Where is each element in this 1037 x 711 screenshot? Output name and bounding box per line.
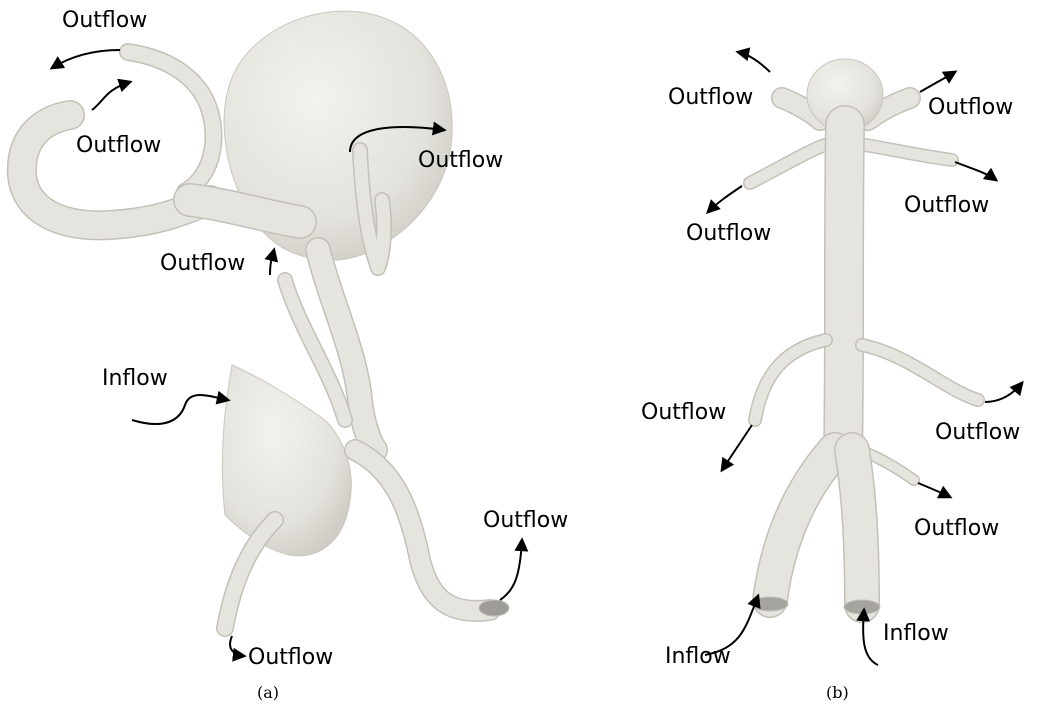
label-a-outflow-4: Outflow xyxy=(160,251,245,276)
panel-b: Outflow Outflow Outflow Outflow Outflow … xyxy=(641,52,1022,702)
label-b-outflow-3: Outflow xyxy=(904,193,989,218)
label-a-outflow-2: Outflow xyxy=(76,133,161,158)
label-a-outflow-5: Outflow xyxy=(483,508,568,533)
label-b-outflow-7: Outflow xyxy=(914,516,999,541)
label-a-outflow-1: Outflow xyxy=(62,8,147,33)
label-b-outflow-1: Outflow xyxy=(668,85,753,110)
label-a-outflow-3: Outflow xyxy=(418,148,503,173)
label-b-outflow-2: Outflow xyxy=(928,95,1013,120)
label-b-inflow-1: Inflow xyxy=(665,644,731,669)
caption-b: (b) xyxy=(826,683,849,702)
label-b-outflow-6: Outflow xyxy=(935,420,1020,445)
label-b-outflow-5: Outflow xyxy=(641,400,726,425)
label-b-inflow-2: Inflow xyxy=(883,621,949,646)
panel-a: Outflow Outflow Outflow Outflow Inflow O… xyxy=(22,8,568,702)
label-a-outflow-6: Outflow xyxy=(248,645,333,670)
label-b-outflow-4: Outflow xyxy=(686,221,771,246)
label-a-inflow: Inflow xyxy=(102,366,168,391)
caption-a: (a) xyxy=(257,683,279,702)
